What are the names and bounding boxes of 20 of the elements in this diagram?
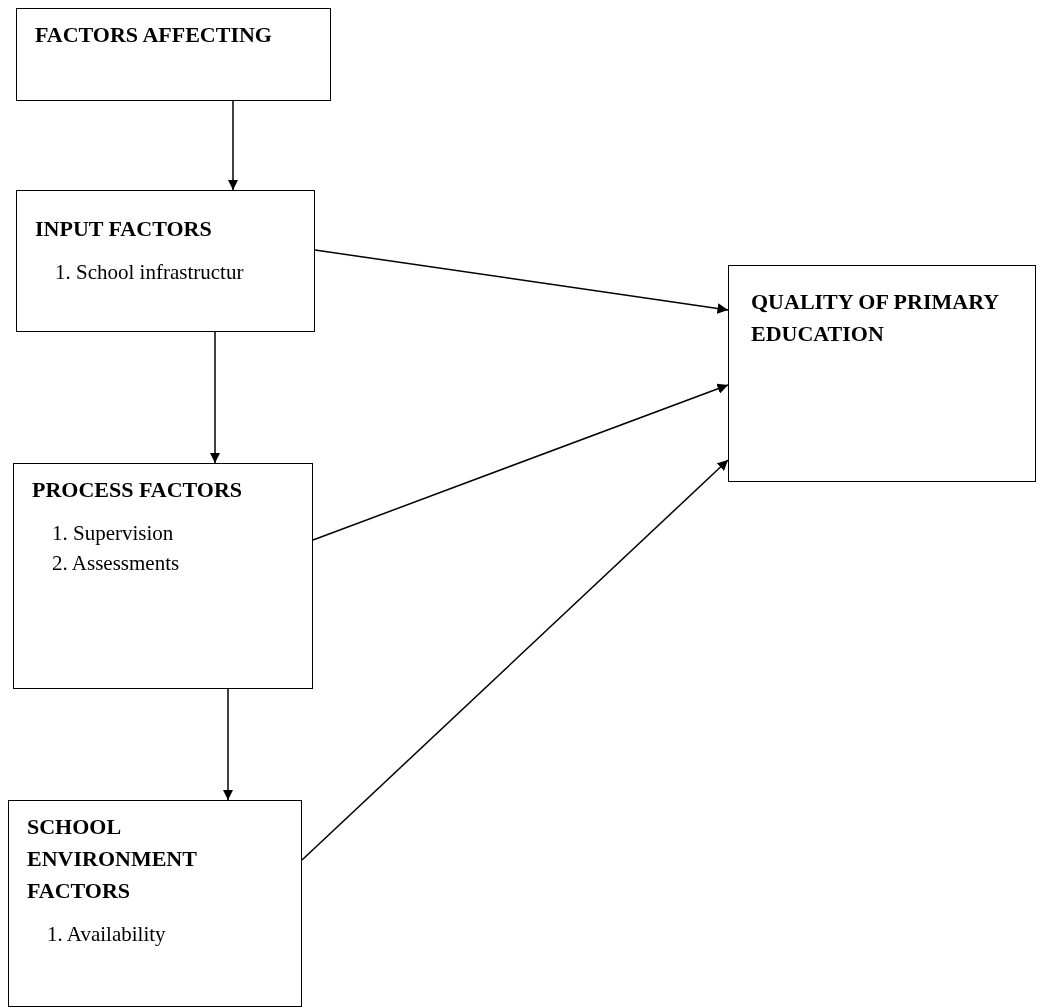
list-item: 2. Assessments	[51, 550, 181, 577]
arrow	[312, 383, 729, 541]
box-heading: SCHOOL ENVIRONMENT FACTORS	[27, 813, 198, 905]
arrow	[209, 331, 221, 464]
factor-box	[16, 8, 331, 101]
arrow	[314, 249, 729, 314]
box-heading: INPUT FACTORS	[35, 215, 213, 243]
factor-box	[728, 265, 1036, 482]
arrow	[227, 100, 239, 191]
box-heading: QUALITY OF PRIMARY EDUCATION	[751, 288, 1000, 348]
box-heading: FACTORS AFFECTING	[35, 21, 273, 49]
list-item: 1. Availability	[46, 921, 167, 948]
factor-box	[16, 190, 315, 332]
list-item: 1. School infrastructur	[54, 259, 245, 286]
arrow	[222, 688, 234, 801]
factor-box	[13, 463, 313, 689]
factor-box	[8, 800, 302, 1007]
box-heading: PROCESS FACTORS	[32, 476, 244, 504]
list-item: 1. Supervision	[51, 520, 175, 547]
arrow	[301, 459, 729, 861]
